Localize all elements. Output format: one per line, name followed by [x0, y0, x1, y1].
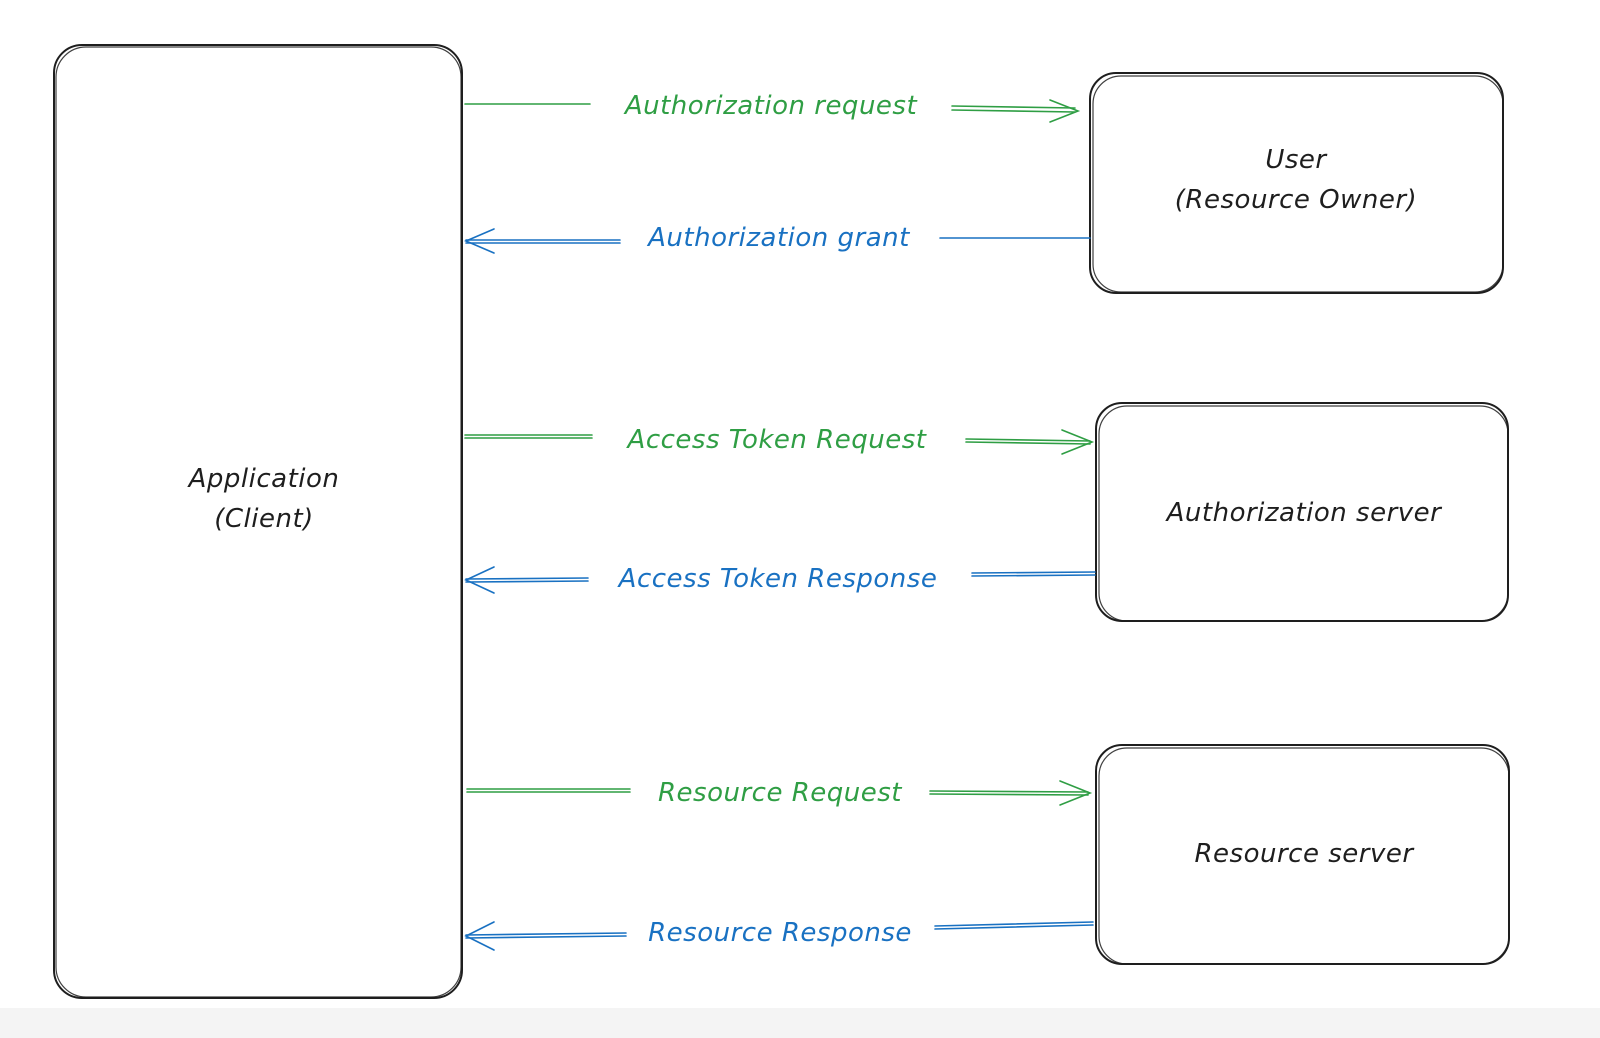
edge-access-token-request: Access Token Request [464, 425, 1095, 455]
canvas-bottom-band [0, 1008, 1600, 1038]
authorization-server-label: Authorization server [1165, 498, 1444, 528]
arrow-left-icon [464, 566, 495, 594]
edge-access-token-response: Access Token Response [464, 564, 1096, 594]
arrow-right-icon [1061, 429, 1095, 455]
edge-resource-request: Resource Request [466, 778, 1093, 808]
resource-server-node[interactable]: Resource server [1095, 744, 1510, 965]
user-node[interactable]: User (Resource Owner) [1089, 72, 1504, 294]
arrow-right-icon [1049, 99, 1081, 123]
edge-authorization-grant: Authorization grant [463, 223, 1091, 254]
resource-response-label: Resource Response [648, 918, 912, 948]
arrow-left-icon [464, 921, 495, 951]
edge-resource-response: Resource Response [464, 918, 1094, 951]
user-label-line1: User [1265, 145, 1328, 175]
authorization-server-node[interactable]: Authorization server [1095, 402, 1509, 622]
arrow-right-icon [1059, 780, 1093, 806]
arrow-left-icon [463, 228, 495, 254]
edge-authorization-request: Authorization request [464, 91, 1081, 123]
resource-request-label: Resource Request [658, 778, 902, 808]
resource-server-label: Resource server [1194, 839, 1415, 869]
authorization-request-label: Authorization request [623, 91, 918, 121]
authorization-grant-label: Authorization grant [646, 223, 910, 253]
application-label-line2: (Client) [214, 504, 314, 534]
application-node[interactable]: Application (Client) [53, 44, 463, 999]
access-token-response-label: Access Token Response [617, 564, 938, 594]
access-token-request-label: Access Token Request [626, 425, 927, 455]
user-label-line2: (Resource Owner) [1175, 185, 1417, 215]
application-label-line1: Application [187, 464, 340, 494]
